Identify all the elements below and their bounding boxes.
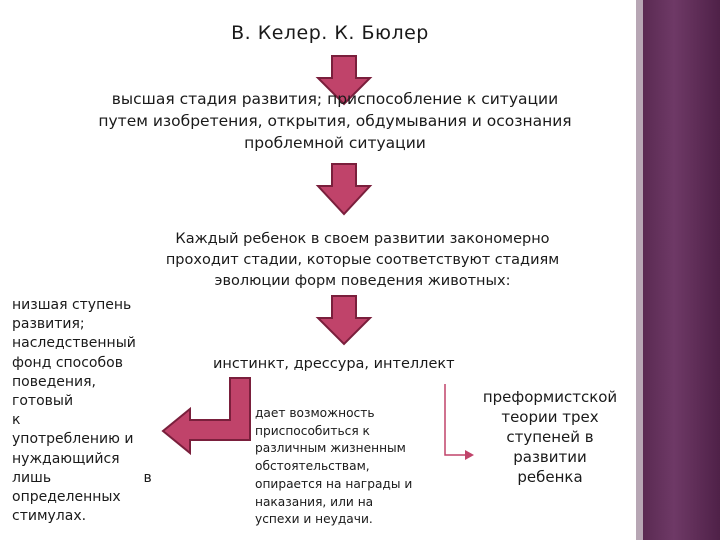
low-stage-line: нуждающийся (12, 450, 120, 467)
low-stage-text: низшая ступень развития; наследственный … (12, 296, 152, 526)
high-stage-text: высшая стадия развития; приспособление к… (40, 88, 630, 154)
high-stage-line: путем изобретения, открытия, обдумывания… (98, 112, 572, 130)
bent-left-arrow (161, 377, 251, 456)
low-stage-line: поведения, (12, 373, 96, 390)
low-stage-line: определенных (12, 489, 121, 506)
low-stage-line: готовый к (12, 393, 74, 429)
down-arrow-2 (315, 163, 373, 216)
each-child-text: Каждый ребенок в своем развитии закономе… (145, 229, 580, 292)
high-stage-line: проблемной ситуации (244, 134, 426, 152)
low-stage-line: низшая ступень (12, 297, 132, 313)
each-child-line: Каждый ребенок в своем развитии закономе… (175, 231, 550, 247)
preformist-theory-text: преформистской теории трех ступеней в ра… (470, 387, 630, 487)
thin-arrow-head (465, 450, 474, 460)
each-child-line: эволюции форм поведения животных: (214, 273, 511, 289)
enables-line: обстоятельствам, (255, 459, 370, 474)
low-stage-line: употреблению и (12, 431, 134, 448)
decorative-sidebar (643, 0, 720, 540)
preformist-line: ребенка (517, 468, 583, 486)
enables-line: приспособиться к (255, 423, 370, 438)
preformist-line: теории трех (501, 408, 599, 426)
enables-line: дает возможность (255, 406, 375, 420)
sidebar-edge (636, 0, 643, 540)
low-stage-line: стимулах. (12, 508, 87, 525)
preformist-line: развитии (513, 448, 587, 466)
high-stage-line: высшая стадия развития; приспособление к… (111, 90, 559, 108)
low-stage-line: наследственный (12, 335, 136, 352)
down-arrow-1 (315, 55, 373, 106)
preformist-line: преформистской (482, 388, 618, 406)
enables-line: наказания, или на (255, 494, 374, 509)
stages-text: инстинкт, дрессура, интеллект (213, 356, 455, 372)
each-child-line: проходит стадии, которые соответствуют с… (165, 252, 560, 268)
page-title: В. Келер. К. Бюлер (231, 22, 429, 44)
thin-arrow-line (444, 384, 465, 456)
down-arrow-3 (315, 295, 373, 346)
enables-line: различным жизненным (255, 441, 406, 456)
enables-text: дает возможность приспособиться к различ… (255, 405, 412, 529)
enables-line: опирается на награды и (255, 476, 413, 491)
low-stage-line: лишь в (12, 469, 152, 486)
low-stage-line: фонд способов (12, 354, 123, 371)
low-stage-line: развития; (12, 316, 85, 333)
enables-line: успехи и неудачи. (255, 512, 373, 527)
preformist-line: ступеней в (506, 428, 594, 446)
